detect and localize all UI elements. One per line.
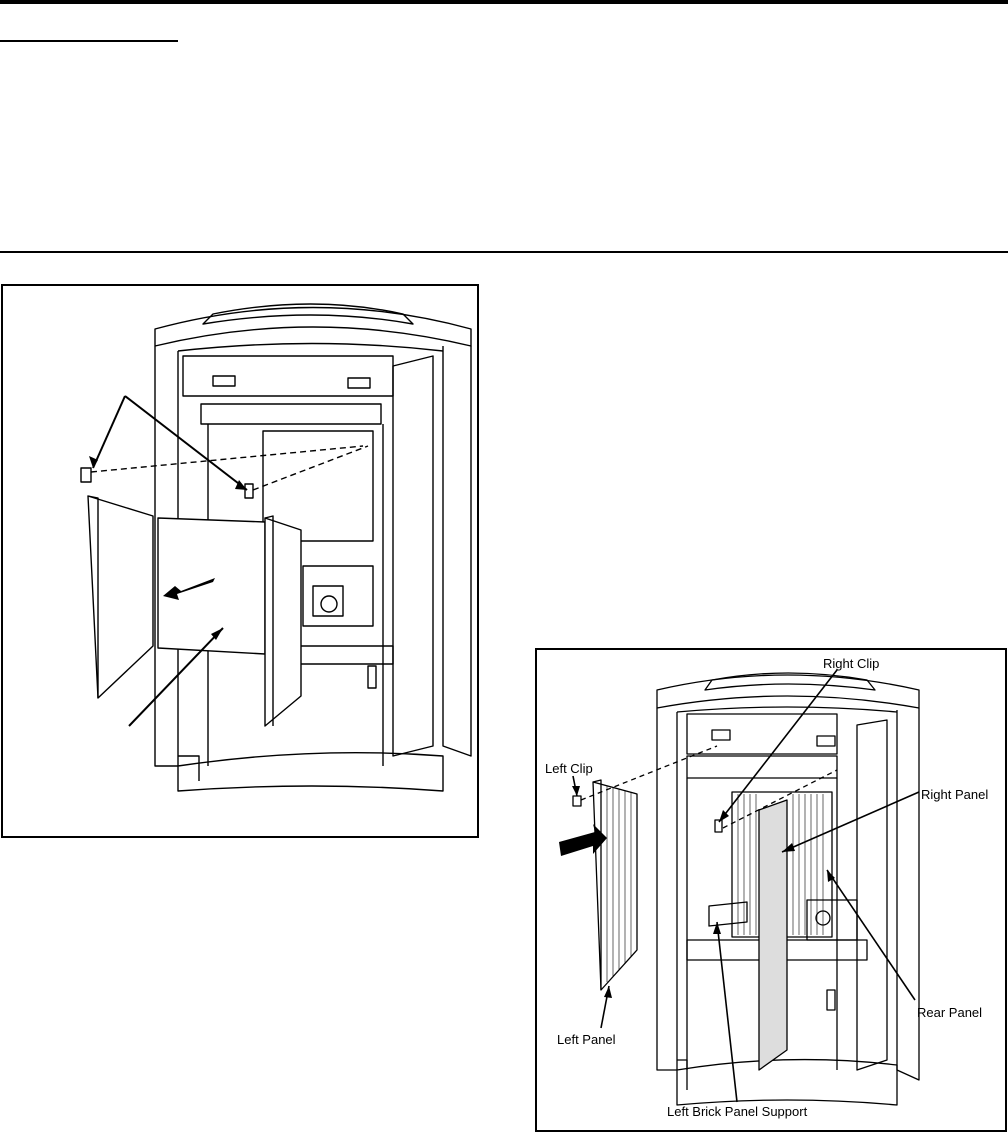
label-right-clip: Right Clip bbox=[823, 656, 880, 671]
label-left-brick-panel-support: Left Brick Panel Support bbox=[667, 1104, 808, 1119]
label-rear-panel: Rear Panel bbox=[917, 1005, 983, 1020]
label-left-panel: Left Panel bbox=[557, 1032, 616, 1047]
stove-drawing-removal bbox=[80, 303, 472, 792]
top-rule bbox=[0, 0, 1008, 4]
section-heading-underline bbox=[0, 40, 178, 42]
label-left-clip: Left Clip bbox=[545, 761, 593, 776]
section-divider bbox=[0, 251, 1008, 253]
figure-panel-removal bbox=[1, 284, 479, 838]
label-right-panel: Right Panel bbox=[921, 787, 989, 802]
figure-panel-installation: Right Clip Left Clip Right Panel Rear Pa… bbox=[535, 648, 1007, 1132]
stove-drawing-installation bbox=[559, 669, 920, 1106]
